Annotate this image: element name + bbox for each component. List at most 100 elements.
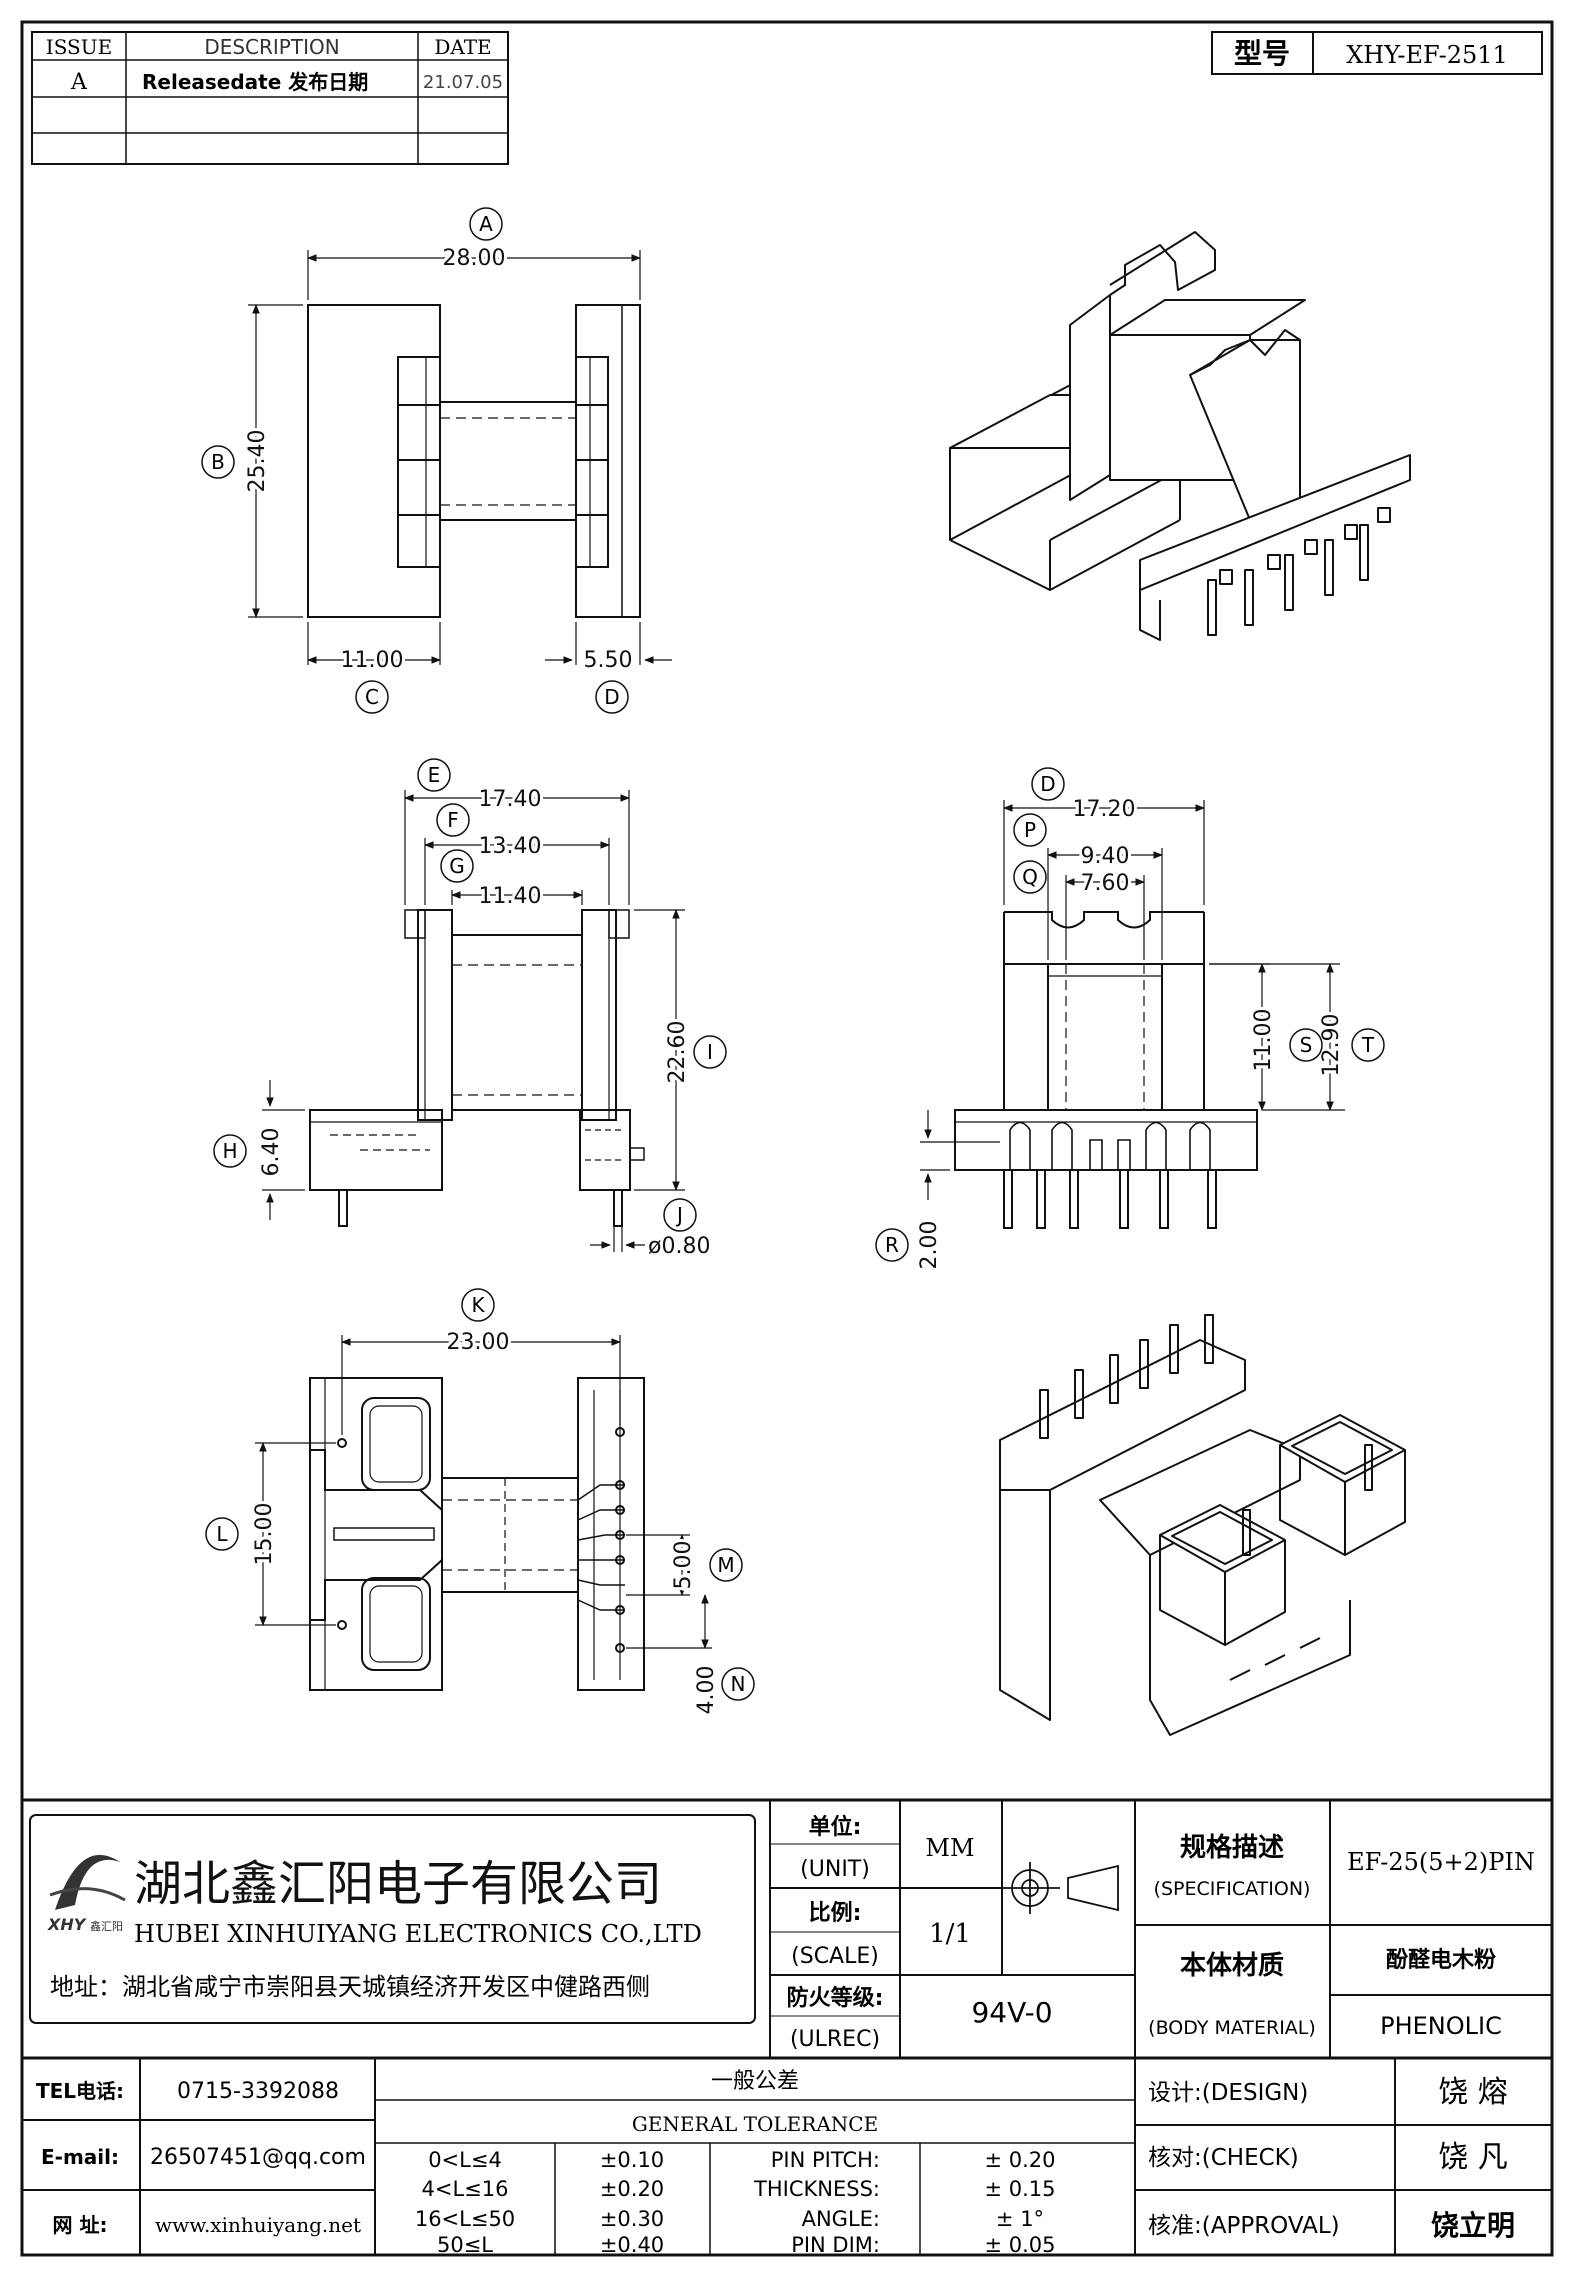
callout-Q: Q [1022, 865, 1038, 889]
dim-N: 4.00 [694, 1666, 719, 1715]
tel-value: 0715-3392088 [177, 2079, 339, 2104]
email-label: E-mail: [41, 2145, 119, 2169]
spec-en: (SPECIFICATION) [1154, 1878, 1311, 1900]
tol-item-2: THICKNESS: [753, 2177, 880, 2201]
callout-T: T [1361, 1033, 1375, 1057]
side-view [920, 800, 1345, 1229]
dim-L: 15.00 [252, 1503, 277, 1566]
dim-R: 2.00 [917, 1221, 942, 1270]
dim-F: 13.40 [479, 834, 542, 859]
dim-K: 23.00 [447, 1330, 510, 1355]
company-logo-icon: XHY 鑫汇阳 [47, 1854, 126, 1934]
email-value: 26507451@qq.com [150, 2145, 366, 2170]
iso-view-bottom [999, 1314, 1406, 1736]
unit-value: MM [925, 1834, 974, 1862]
callout-C: C [365, 685, 379, 709]
company-address: 地址：湖北省咸宁市崇阳县天城镇经济开发区中健路西侧 [50, 1973, 650, 2001]
dim-A: 28.00 [443, 246, 506, 271]
dim-D2: 17.20 [1073, 797, 1136, 822]
spec-label: 规格描述 [1180, 1832, 1284, 1863]
rev-description: Releasedate 发布日期 [142, 70, 368, 94]
tol-value-3: ±0.30 [600, 2207, 664, 2231]
check-name: 饶 凡 [1438, 2140, 1508, 2175]
revision-table [31, 31, 509, 165]
callout-L: L [216, 1522, 228, 1546]
mat-cn: 酚醛电木粉 [1386, 1948, 1496, 1973]
callout-circles [201, 207, 1385, 1701]
tol-item-4: PIN DIM: [791, 2233, 880, 2257]
dim-J: ø0.80 [648, 1234, 710, 1259]
mat-en-value: PHENOLIC [1380, 2012, 1502, 2040]
tolerance-rows: 0<L≤4 ±0.10 PIN PITCH: ± 0.20 4<L≤16 ±0.… [415, 2148, 1056, 2257]
tolerance-title-en: GENERAL TOLERANCE [632, 2112, 878, 2136]
scale-value: 1/1 [929, 1919, 971, 1949]
tol-item-1: PIN PITCH: [771, 2148, 880, 2172]
tol-val-3: ± 1° [996, 2207, 1044, 2231]
rev-issue: A [70, 70, 88, 95]
callout-B: B [211, 450, 225, 474]
dim-I: 22.60 [665, 1021, 690, 1084]
fire-label: 防火等级: [787, 1985, 884, 2011]
dim-S: 11.00 [1251, 1009, 1276, 1072]
tol-val-2: ± 0.15 [984, 2177, 1055, 2201]
model-box [1211, 31, 1543, 75]
dim-T: 12.90 [1319, 1014, 1344, 1077]
dim-E: 17.40 [479, 787, 542, 812]
projection-symbol-icon [1002, 1862, 1119, 1914]
callout-S: S [1300, 1033, 1313, 1057]
company-name-en: HUBEI XINHUIYANG ELECTRONICS CO.,LTD [134, 1920, 702, 1948]
tol-value-2: ±0.20 [600, 2177, 664, 2201]
scale-en: (SCALE) [791, 1944, 879, 1969]
tel-label: TEL电话: [36, 2079, 124, 2103]
iso-view-top [949, 231, 1411, 641]
dim-D: 5.50 [584, 648, 633, 673]
rev-date: 21.07.05 [423, 72, 503, 93]
tol-val-4: ± 0.05 [984, 2233, 1055, 2257]
dim-C: 11.00 [341, 648, 404, 673]
model-value: XHY-EF-2511 [1346, 41, 1508, 69]
dim-H: 6.40 [259, 1128, 284, 1177]
tol-range-1: 0<L≤4 [428, 2148, 502, 2172]
model-label: 型号 [1234, 37, 1290, 70]
callout-P: P [1024, 818, 1036, 842]
company-name-cn: 湖北鑫汇阳电子有限公司 [134, 1856, 662, 1912]
callout-I: I [707, 1040, 713, 1064]
callout-D-side: D [1040, 772, 1055, 796]
callout-R: R [885, 1233, 899, 1257]
scale-label: 比例: [809, 1901, 862, 1926]
tol-range-3: 16<L≤50 [415, 2207, 515, 2231]
callout-M: M [717, 1553, 734, 1577]
tol-range-2: 4<L≤16 [422, 2177, 509, 2201]
tol-val-1: ± 0.20 [984, 2148, 1055, 2172]
design-name: 饶 熔 [1438, 2075, 1508, 2110]
dim-Q: 7.60 [1081, 871, 1130, 896]
check-label: 核对:(CHECK) [1148, 2145, 1299, 2171]
callout-D: D [604, 685, 619, 709]
callout-G: G [449, 854, 465, 878]
bottom-view [255, 1335, 712, 1691]
web-value: www.xinhuiyang.net [155, 2213, 361, 2237]
callout-letters: A B C D E F G H I J D P Q S T R K L M N [211, 212, 1375, 1696]
tol-range-4: 50≤L [437, 2233, 493, 2257]
callout-H: H [222, 1139, 237, 1163]
callout-J: J [675, 1203, 683, 1227]
rev-header-date: DATE [434, 35, 491, 59]
fire-en: (ULREC) [790, 2027, 880, 2052]
callout-E: E [428, 763, 441, 787]
unit-en: (UNIT) [800, 1857, 870, 1882]
dim-P: 9.40 [1081, 844, 1130, 869]
mat-en: (BODY MATERIAL) [1148, 2017, 1316, 2039]
approval-label: 核准:(APPROVAL) [1148, 2213, 1340, 2239]
spec-value: EF-25(5+2)PIN [1347, 1848, 1535, 1876]
callout-K: K [471, 1293, 485, 1317]
callout-A: A [479, 212, 493, 236]
callout-N: N [731, 1672, 746, 1696]
tol-item-3: ANGLE: [802, 2207, 880, 2231]
rev-header-description: DESCRIPTION [204, 35, 339, 59]
sheet-border [20, 20, 1554, 2257]
logo-sub: 鑫汇阳 [90, 1919, 123, 1933]
tol-value-4: ±0.40 [600, 2233, 664, 2257]
logo-text: XHY [47, 1915, 87, 1934]
title-block-lines [22, 1798, 1552, 2255]
